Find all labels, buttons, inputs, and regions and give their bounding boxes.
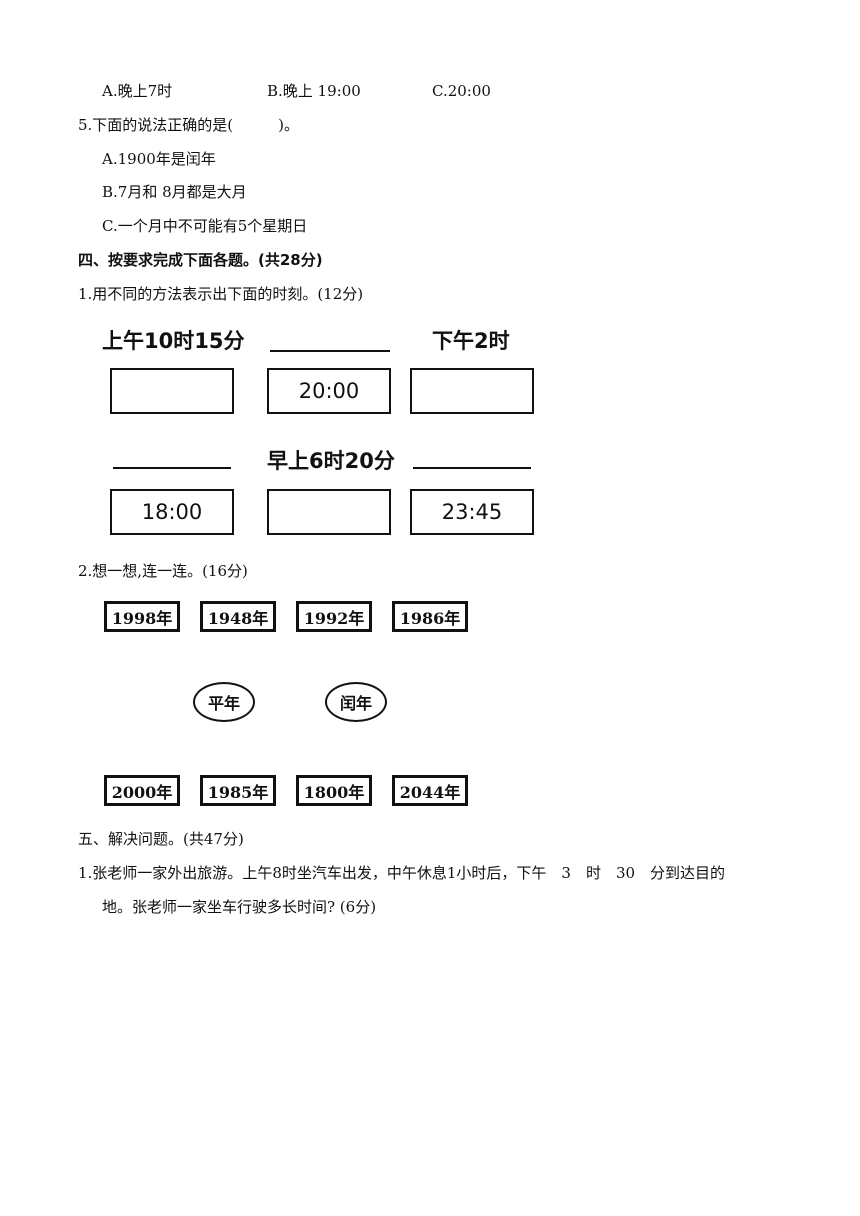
category-leap-year[interactable]: 闰年 [325,682,387,722]
time-label-morning-1015: 上午10时15分 [102,329,245,353]
year-box-1948[interactable]: 1948年 [200,601,276,632]
q5-option-c: C.一个月中不可能有5个星期日 [102,217,308,235]
time-label-early-0620: 早上6时20分 [267,449,395,473]
year-box-1800[interactable]: 1800年 [296,775,372,806]
q5-stem: 5.下面的说法正确的是( )。 [78,116,300,134]
q5-option-a: A.1900年是闰年 [102,150,216,168]
section4-q1-stem: 1.用不同的方法表示出下面的时刻。(12分) [78,285,364,303]
year-box-1986[interactable]: 1986年 [392,601,468,632]
section5-heading: 五、解决问题。(共47分) [78,830,244,848]
time-box-2000: 20:00 [267,368,391,414]
answer-blank-row1-middle [270,350,390,352]
answer-blank-row2-left [113,467,231,469]
q4-option-c: C.20:00 [432,82,491,100]
year-box-2000[interactable]: 2000年 [104,775,180,806]
time-box-1800: 18:00 [110,489,234,535]
answer-box-row2-2[interactable] [267,489,391,535]
q4-option-b: B.晚上 19:00 [267,82,361,100]
category-common-year[interactable]: 平年 [193,682,255,722]
answer-blank-row2-right [413,467,531,469]
q5-option-b: B.7月和 8月都是大月 [102,183,247,201]
section5-q1-line1: 1.张老师一家外出旅游。上午8时坐汽车出发，中午休息1小时后，下午 3 时 30… [78,864,726,882]
answer-box-row1-1[interactable] [110,368,234,414]
section4-q2-stem: 2.想一想,连一连。(16分) [78,562,248,580]
section5-q1-line2: 地。张老师一家坐车行驶多长时间? (6分) [102,898,377,916]
year-box-1998[interactable]: 1998年 [104,601,180,632]
time-label-afternoon-2: 下午2时 [432,329,510,353]
q4-options: A.晚上7时 B.晚上 19:00 C.20:00 [102,80,491,101]
section4-heading: 四、按要求完成下面各题。(共28分) [78,251,323,269]
year-box-1985[interactable]: 1985年 [200,775,276,806]
year-box-2044[interactable]: 2044年 [392,775,468,806]
year-box-1992[interactable]: 1992年 [296,601,372,632]
answer-box-row1-3[interactable] [410,368,534,414]
time-box-2345: 23:45 [410,489,534,535]
q4-option-a: A.晚上7时 [102,82,173,100]
